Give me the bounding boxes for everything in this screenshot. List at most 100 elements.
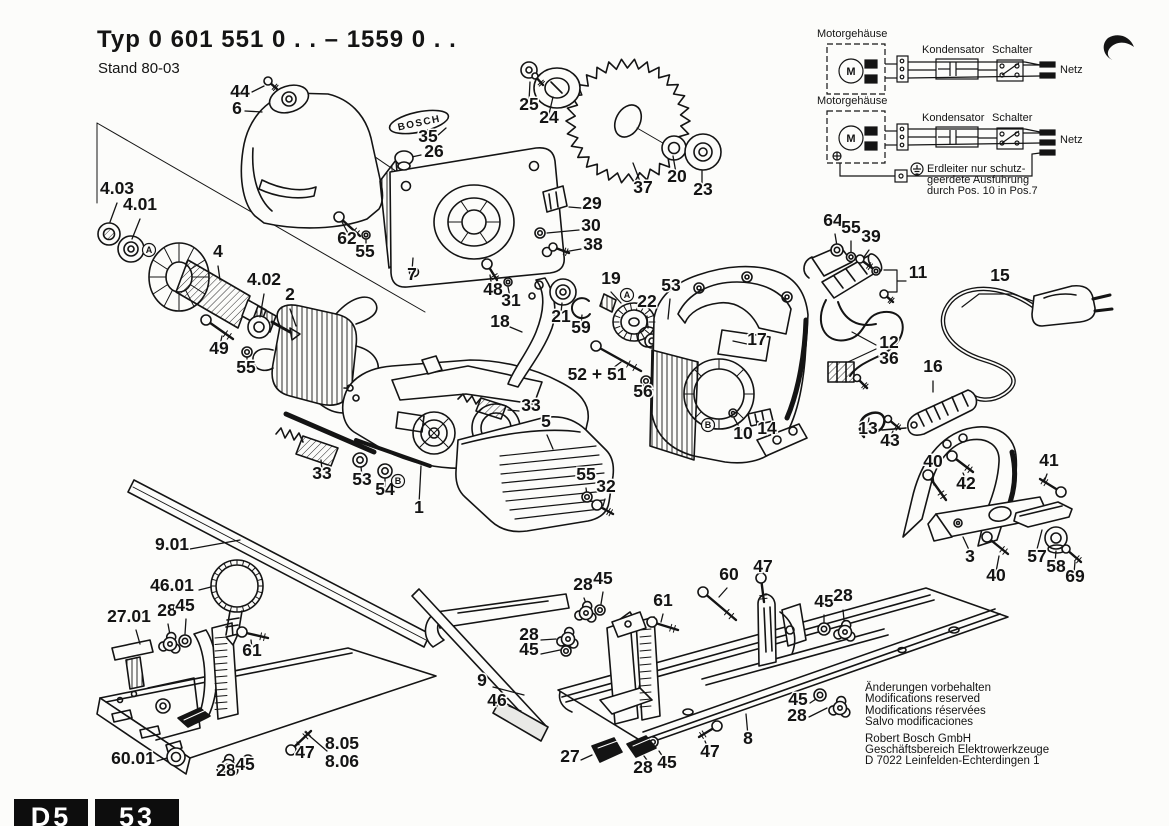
part-label-56: 56	[633, 381, 653, 401]
part-label-11: 11	[909, 262, 928, 282]
dome-nut	[166, 747, 186, 767]
part-label-47: 47	[295, 742, 314, 762]
part-label-40: 40	[986, 565, 1006, 585]
part-label-44: 44	[230, 81, 250, 101]
part-label-8.06: 8.06	[325, 751, 359, 771]
earth-note-line-3: durch Pos. 10 in Pos.7	[927, 185, 1038, 197]
part-label-45: 45	[235, 754, 255, 774]
motor-housing-label-2: Motorgehäuse	[817, 95, 887, 107]
part-label-19: 19	[601, 268, 621, 288]
part-label-18: 18	[490, 311, 510, 331]
cord-sleeve	[881, 389, 978, 436]
part-number-labels: 44635262524372023293038625574.034.0144.0…	[98, 80, 1086, 782]
gear-housing	[649, 265, 809, 464]
part-label-28: 28	[519, 624, 539, 644]
bevel-guide-bracket	[111, 622, 239, 724]
part-label-13: 13	[858, 418, 878, 438]
part-label-45: 45	[657, 752, 677, 772]
part-label-23: 23	[693, 179, 713, 199]
part-label-47: 47	[753, 556, 772, 576]
circuit-diagram-1: Motorgehäuse M Kondensator Schalter Netz	[817, 28, 1083, 95]
part-label-31: 31	[501, 290, 521, 310]
part-label-1: 1	[414, 497, 424, 517]
part-label-49: 49	[209, 338, 229, 358]
plate-code-right: 53	[119, 802, 155, 826]
part-label-37: 37	[633, 177, 652, 197]
blade-guard	[240, 84, 384, 229]
part-label-16: 16	[923, 356, 943, 376]
part-label-8.05: 8.05	[325, 733, 359, 753]
part-label-55: 55	[841, 217, 861, 237]
depth-guide-bracket	[599, 593, 807, 725]
part-label-6: 6	[232, 98, 242, 118]
corner-crescent-mark	[1103, 35, 1134, 60]
part-label-9: 9	[477, 670, 487, 690]
mains-label-1: Netz	[1060, 64, 1083, 76]
part-label-47: 47	[700, 741, 719, 761]
part-label-45: 45	[814, 591, 834, 611]
part-label-42: 42	[956, 473, 976, 493]
part-label-5: 5	[541, 411, 551, 431]
motor-housing-label-1: Motorgehäuse	[817, 28, 887, 40]
annotation-letter-B: B	[395, 476, 402, 486]
part-label-22: 22	[637, 291, 657, 311]
part-label-69: 69	[1065, 566, 1085, 586]
part-label-24: 24	[539, 107, 559, 127]
part-label-53: 53	[661, 275, 681, 295]
part-label-43: 43	[880, 430, 900, 450]
part-label-46.01: 46.01	[150, 575, 194, 595]
part-label-7: 7	[407, 264, 417, 284]
part-label-32: 32	[596, 476, 616, 496]
part-label-4.02: 4.02	[247, 269, 281, 289]
part-label-61: 61	[242, 640, 262, 660]
motor-symbol-2: M	[846, 133, 855, 145]
adjust-knob	[210, 559, 264, 646]
handle-clamp-base	[927, 496, 1073, 554]
part-label-45: 45	[175, 595, 195, 615]
mains-label-2: Netz	[1060, 134, 1083, 146]
part-label-14: 14	[757, 418, 777, 438]
part-label-55: 55	[236, 357, 256, 377]
motor-bearing-plate	[379, 146, 568, 288]
small-parts	[149, 72, 1083, 776]
power-cord	[940, 286, 1042, 402]
part-label-45: 45	[519, 639, 539, 659]
part-label-57: 57	[1027, 546, 1046, 566]
part-label-62: 62	[337, 228, 357, 248]
part-label-33: 33	[521, 395, 541, 415]
part-label-55: 55	[576, 464, 596, 484]
part-label-10: 10	[733, 423, 753, 443]
clamp-lever	[858, 411, 886, 439]
part-label-61: 61	[653, 590, 673, 610]
part-label-60.01: 60.01	[111, 748, 155, 768]
part-label-55: 55	[355, 241, 375, 261]
part-label-20: 20	[667, 166, 687, 186]
saw-blade	[565, 58, 691, 184]
part-label-29: 29	[582, 193, 602, 213]
part-label-35: 35	[418, 126, 438, 146]
company-line: D 7022 Leinfelden-Echterdingen 1	[865, 755, 1040, 768]
notice-line: Salvo modificaciones	[865, 716, 974, 729]
part-label-28: 28	[787, 705, 807, 725]
part-label-53: 53	[352, 469, 372, 489]
part-label-4: 4	[213, 241, 223, 261]
annotation-letter-A: A	[624, 290, 631, 300]
part-label-28: 28	[833, 585, 853, 605]
part-label-39: 39	[861, 226, 881, 246]
plate-code-left: D5	[31, 802, 72, 826]
switch-label-1: Schalter	[992, 44, 1033, 56]
footer-block: Änderungen vorbehalten Modifications res…	[865, 682, 1049, 768]
part-label-60: 60	[719, 564, 739, 584]
cord-plug	[1031, 284, 1114, 327]
part-label-17: 17	[747, 329, 766, 349]
lever	[507, 277, 556, 388]
motor-symbol-1: M	[846, 66, 855, 78]
part-label-15: 15	[990, 265, 1010, 285]
rip-fence-rod	[127, 479, 431, 648]
notice-line: Modifications reserved	[865, 693, 981, 706]
carbon-brush-left	[275, 427, 339, 467]
part-label-46: 46	[487, 690, 507, 710]
annotation-letter-B: B	[705, 420, 712, 430]
part-label-27: 27	[560, 746, 579, 766]
